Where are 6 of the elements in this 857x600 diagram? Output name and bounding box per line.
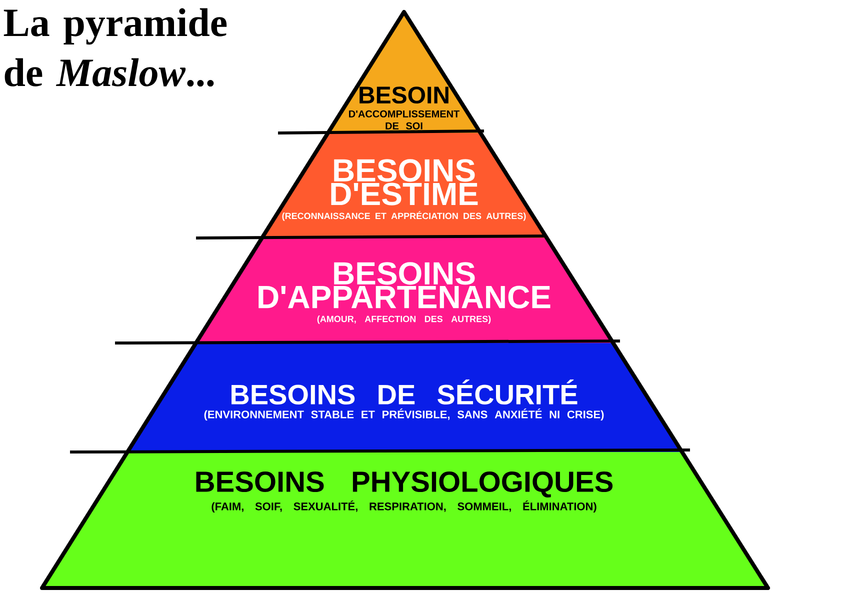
title: La pyramide de Maslow...: [4, 8, 227, 87]
pyramid-level: BESOINS D'APPARTENANCE (AMOUR, AFFECTION DES AUTRES): [196, 238, 614, 343]
pyramid-level: BESOIN D'ACCOMPLISSEMENT DE SOI: [328, 12, 480, 133]
pyramid-level: BESOINS DE SÉCURITÉ (ENVIRONNEMENT STABLE ET PRÉVISIBLE, SANS ANXIÉTÉ NI CRISE): [128, 343, 682, 452]
pyramid-level: BESOINS D'ESTIME (RECONNAISSANCE ET APPRÉCIATION DES AUTRES): [262, 133, 547, 238]
pyramid-level: BESOINS PHYSIOLOGIQUES (FAIM, SOIF, SEXUALITÉ, RESPIRATION, SOMMEIL, ÉLIMINATION): [42, 452, 768, 588]
